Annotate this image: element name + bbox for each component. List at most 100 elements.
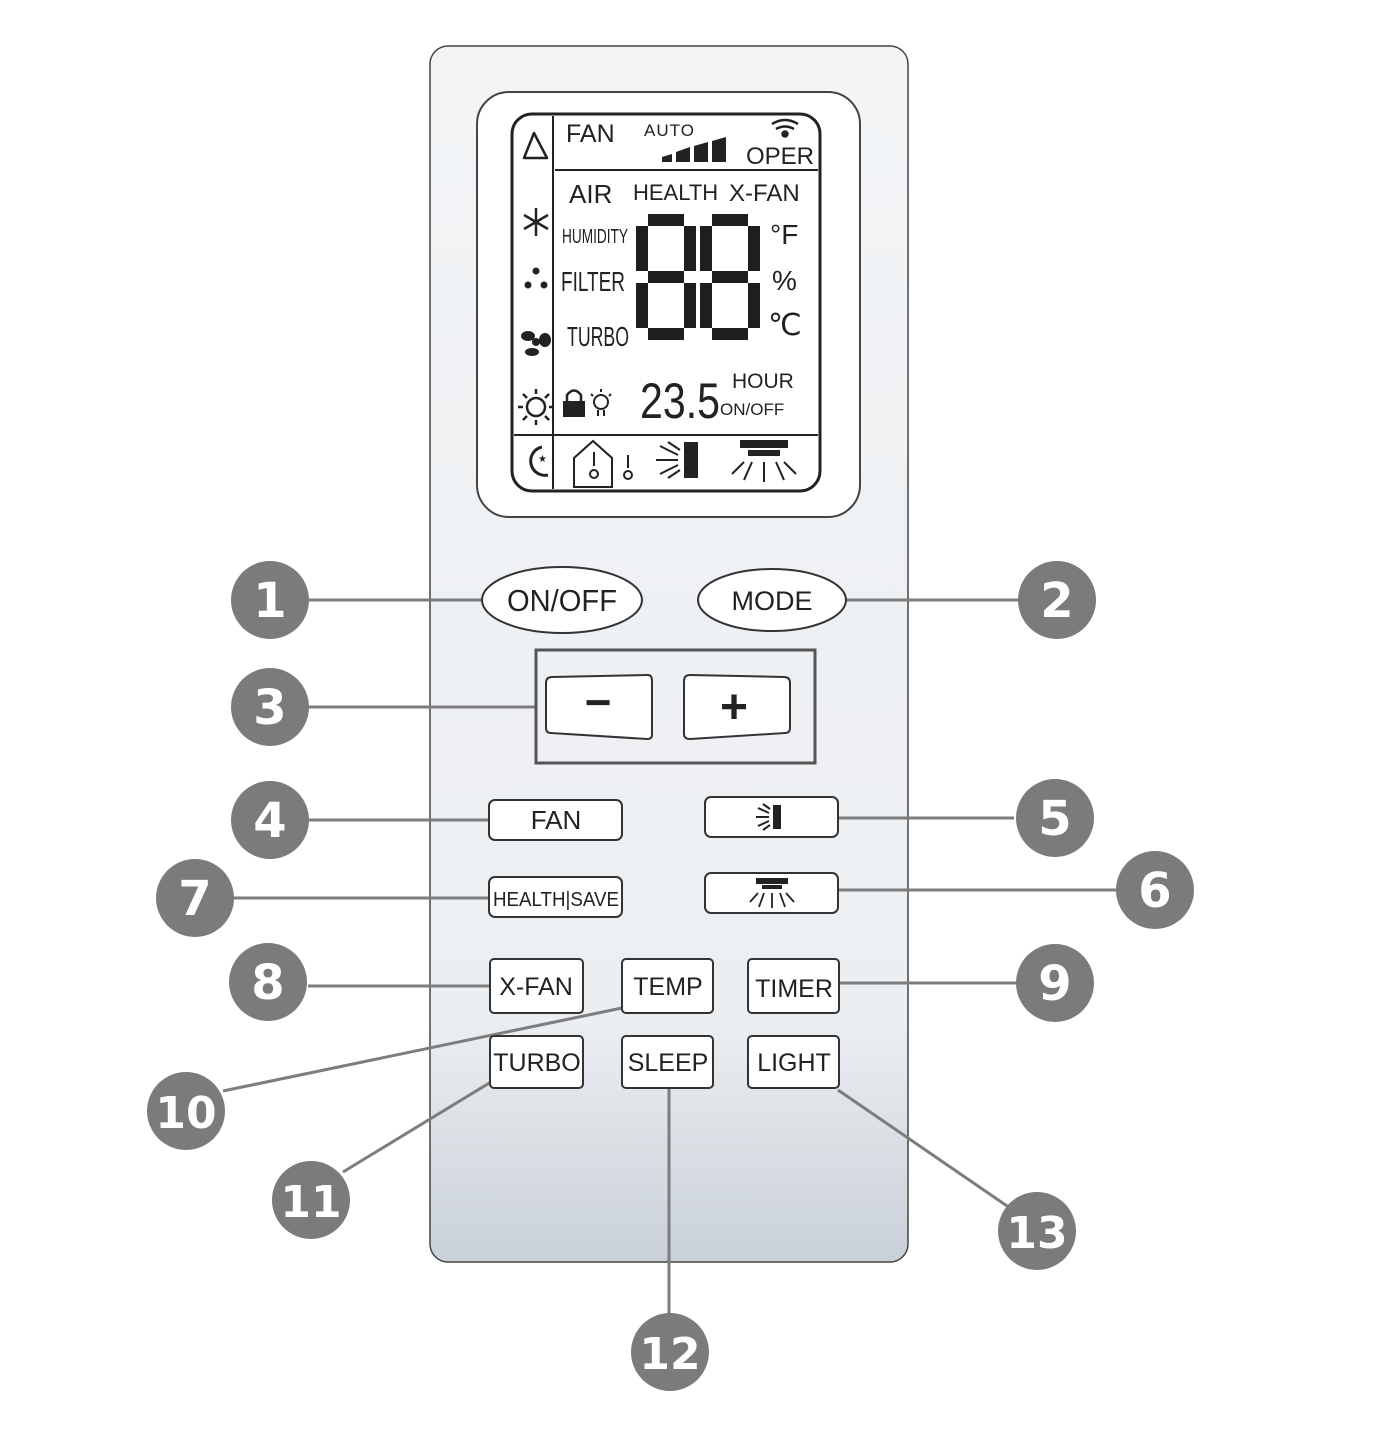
lcd-oper-label: OPER [746, 143, 814, 170]
callout-number: 8 [251, 955, 284, 1011]
lcd-percent-unit: % [772, 265, 797, 296]
lcd-screen [510, 112, 822, 493]
callout-number: 1 [253, 573, 286, 629]
callout-circle [1016, 779, 1094, 857]
sleep-button-label: SLEEP [628, 1049, 709, 1077]
digit-segment [748, 226, 760, 271]
callout-number: 10 [155, 1088, 216, 1139]
health-save-button[interactable]: HEALTH|SAVE [488, 876, 623, 918]
digit-segment [684, 283, 696, 328]
onoff-button-label: ON/OFF [507, 583, 617, 618]
minus-button[interactable]: − [545, 673, 653, 741]
callout-circle [147, 1072, 225, 1150]
light-button-label: LIGHT [757, 1049, 831, 1077]
lcd-fahrenheit-unit: °F [770, 219, 798, 250]
callout-number: 6 [1138, 863, 1171, 919]
lcd-health-label: HEALTH [633, 180, 718, 205]
dry-mode-icon [524, 267, 548, 289]
lcd-filter-label: FILTER [561, 266, 625, 297]
callout-circle [229, 943, 307, 1021]
digit-segment [712, 271, 748, 283]
plus-button[interactable]: + [683, 673, 791, 741]
lcd-swing-vertical-icon [656, 441, 698, 479]
digit-segment [636, 283, 648, 328]
fan-button-label: FAN [531, 805, 582, 835]
callout-number: 2 [1040, 573, 1073, 629]
turbo-button[interactable]: TURBO [489, 1035, 584, 1089]
swing-horizontal-button[interactable] [704, 872, 839, 914]
callout-circle [1018, 561, 1096, 639]
heat-mode-icon [518, 389, 554, 425]
fan-button[interactable]: FAN [488, 799, 623, 841]
turbo-button-label: TURBO [493, 1049, 581, 1077]
callout-circle [231, 668, 309, 746]
lock-icon [563, 389, 585, 417]
home-sensor-icon [573, 439, 633, 488]
callout-circle [631, 1313, 709, 1391]
lcd-fan-label: FAN [566, 120, 615, 148]
fan-mode-icon [521, 331, 551, 356]
timer-button-label: TIMER [755, 975, 833, 1003]
temperature-button-group [534, 648, 817, 765]
digit-segment [712, 214, 748, 226]
leader-lines [222, 598, 1116, 1316]
digit-segment [712, 328, 748, 340]
mode-button-label: MODE [732, 586, 813, 616]
swing-horizontal-icon [749, 878, 795, 908]
callout-circle [231, 781, 309, 859]
callout-number: 7 [178, 871, 211, 927]
temp-button[interactable]: TEMP [621, 958, 714, 1014]
timer-button[interactable]: TIMER [747, 958, 840, 1014]
callout-number: 13 [1006, 1208, 1067, 1259]
lcd-onoff-label: ON/OFF [720, 400, 784, 419]
xfan-button-label: X-FAN [499, 973, 573, 1001]
svg-text:★: ★ [538, 454, 547, 465]
callout-circle [272, 1161, 350, 1239]
onoff-button[interactable]: ON/OFF [481, 566, 643, 634]
digit-segment [648, 214, 684, 226]
mode-button[interactable]: MODE [697, 568, 847, 632]
plus-button-label: + [720, 681, 748, 734]
callout-circle [1116, 851, 1194, 929]
sleep-moon-icon: ★ [529, 445, 549, 477]
big-digit-display [636, 214, 760, 340]
swing-vertical-button[interactable] [704, 796, 839, 838]
callout-circle [1016, 944, 1094, 1022]
callout-number: 4 [253, 793, 286, 849]
lcd-xfan-label: X-FAN [729, 180, 800, 207]
lcd-swing-horizontal-icon [731, 440, 797, 482]
callout-number: 11 [280, 1177, 341, 1228]
callout-number: 5 [1038, 791, 1071, 847]
light-bulb-icon [590, 389, 612, 416]
minus-button-label: − [585, 676, 612, 728]
callout-number: 12 [639, 1329, 700, 1380]
wifi-signal-icon [771, 118, 799, 138]
fan-speed-bars-icon [662, 137, 726, 162]
callout-circle [998, 1192, 1076, 1270]
snowflake-icon [523, 208, 549, 236]
digit-segment [648, 328, 684, 340]
lcd-turbo-label: TURBO [567, 321, 629, 352]
sleep-button[interactable]: SLEEP [621, 1035, 714, 1089]
digit-segment [648, 271, 684, 283]
lcd-air-label: AIR [569, 179, 612, 209]
lcd-celsius-unit: ℃ [768, 309, 802, 342]
light-button[interactable]: LIGHT [747, 1035, 840, 1089]
lcd-small-digits: 23.5 [640, 373, 720, 429]
xfan-button[interactable]: X-FAN [489, 958, 584, 1014]
digit-segment [700, 226, 712, 271]
digit-segment [684, 226, 696, 271]
swing-vertical-icon [756, 803, 781, 831]
lcd-hour-label: HOUR [732, 370, 794, 393]
callout-number: 3 [253, 680, 286, 736]
lcd-auto-label: AUTO [644, 121, 695, 140]
callout-circle [231, 561, 309, 639]
lcd-humidity-label: HUMIDITY [562, 226, 628, 248]
health-save-button-label: HEALTH|SAVE [493, 889, 619, 911]
callout-circle [156, 859, 234, 937]
digit-segment [636, 226, 648, 271]
callout-number: 9 [1038, 956, 1071, 1012]
auto-mode-icon [522, 131, 549, 160]
